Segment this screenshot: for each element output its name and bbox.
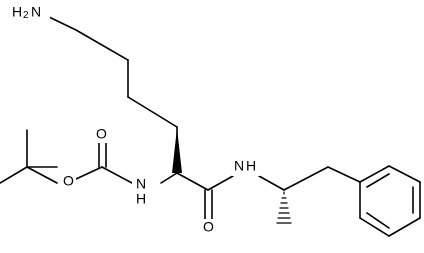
bond-amide-c-n (207, 175, 234, 191)
label-carbamate-nh: N H (132, 174, 154, 208)
bond-tbu-me-bottom (26, 166, 58, 184)
svg-text:N: N (136, 176, 146, 192)
svg-text:N: N (31, 4, 41, 20)
bond-ch-ch2 (283, 166, 329, 191)
side-chain-bonds (46, 15, 178, 174)
svg-text:H: H (12, 4, 22, 20)
bond-o-carbonyl-c (75, 166, 103, 180)
boc-group-bonds (0, 129, 133, 184)
label-amide-nh: N H (232, 158, 260, 176)
bond-c6-c5 (75, 29, 129, 61)
bond-ch2-ring (327, 166, 361, 183)
label-amine: H 2 N (10, 2, 50, 24)
svg-text:H: H (136, 191, 146, 207)
label-carbamate-oxygen: O (94, 126, 110, 143)
svg-text:O: O (96, 126, 107, 142)
wedge-bond-calpha (172, 128, 182, 173)
backbone-bonds (160, 166, 361, 221)
bond-tbu-me-left (0, 166, 28, 184)
phenyl-ring (359, 165, 421, 237)
svg-text:2: 2 (23, 10, 29, 21)
svg-text:N: N (234, 158, 244, 174)
bond-amide-n-ch (258, 175, 285, 191)
bond-carbamate-c-n (101, 166, 133, 184)
bond-c4-c3 (127, 96, 178, 128)
bond-n-calpha (160, 172, 178, 184)
label-ether-oxygen: O (61, 173, 76, 190)
bond-calpha-c (176, 172, 209, 191)
hashed-bond-methyl (276, 191, 292, 224)
label-amide-oxygen: O (201, 219, 217, 236)
bond-n-c6 (46, 15, 77, 31)
svg-text:O: O (203, 219, 214, 235)
svg-text:O: O (63, 173, 74, 189)
svg-text:H: H (246, 158, 256, 174)
